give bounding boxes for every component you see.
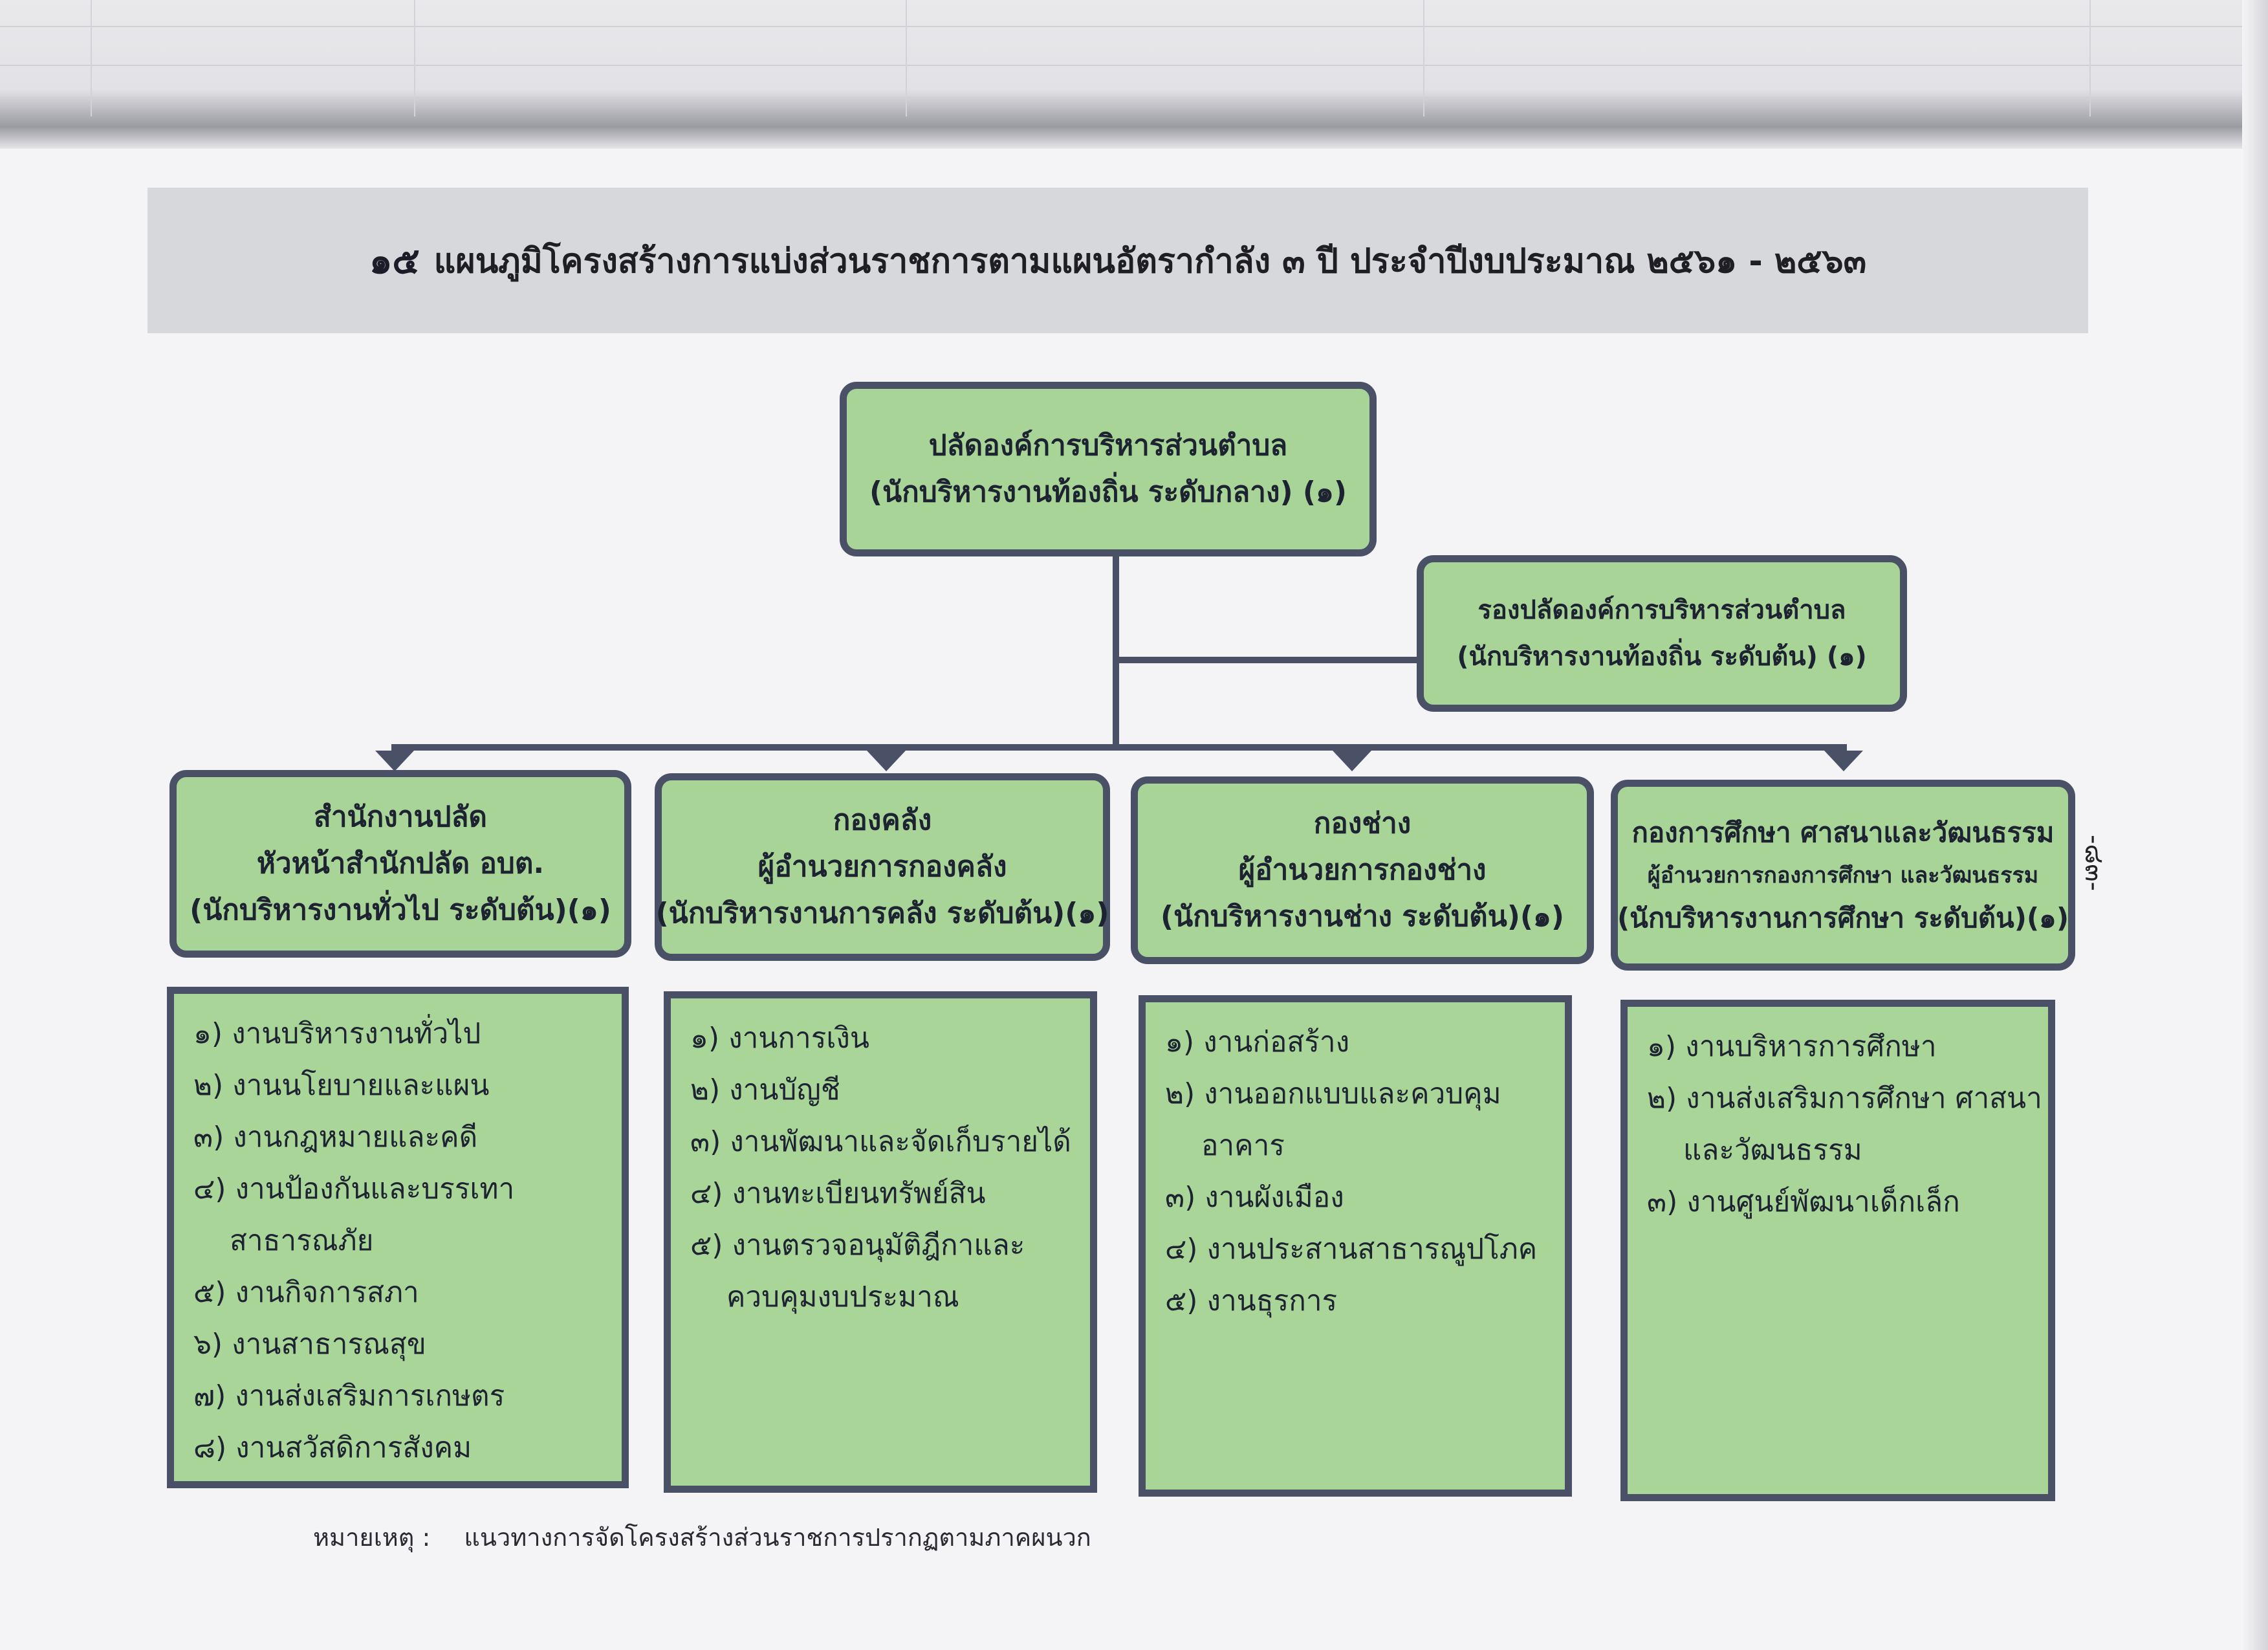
task-item: ๓) งานพัฒนาและจัดเก็บรายได้ [690,1125,1071,1158]
task-item-continuation: สาธารณภัย [230,1224,374,1257]
arrow-down-icon [1333,751,1371,771]
task-item-continuation: ควบคุมงบประมาณ [726,1281,959,1314]
task-item: ๖) งานสาธารณสุข [193,1328,426,1361]
task-item: ๗) งานส่งเสริมการเกษตร [193,1380,505,1413]
task-item: ๓) งานผังเมือง [1165,1181,1344,1214]
task-item: ๓) งานศูนย์พัฒนาเด็กเล็ก [1647,1185,1960,1218]
division-head: ผู้อำนวยการกองคลัง [758,850,1007,883]
division-position: (นักบริหารงานช่าง ระดับต้น)(๑) [1160,900,1565,933]
connector-deputy [1116,657,1420,663]
footnote: หมายเหตุ : แนวทางการจัดโครงสร้างส่วนราชก… [304,1517,1091,1557]
division-box-office: สำนักงานปลัด หัวหน้าสำนักปลัด อบต. (นักบ… [169,770,631,958]
chief-title: ปลัดองค์การบริหารส่วนตำบล [928,429,1288,462]
task-item: ๑) งานบริหารงานทั่วไป [193,1017,481,1050]
task-box-finance: ๑) งานการเงิน ๒) งานบัญชี ๓) งานพัฒนาและ… [664,991,1097,1493]
chief-position: (นักบริหารงานท้องถิ่น ระดับกลาง) (๑) [869,476,1347,509]
task-item: ๕) งานธุรการ [1165,1284,1338,1317]
page-number: -๘๓- [2079,835,2109,892]
division-name: กองการศึกษา ศาสนาและวัฒนธรรม [1631,816,2055,848]
division-name: กองช่าง [1313,807,1412,840]
task-item: ๒) งานบัญชี [690,1073,840,1106]
arrow-down-icon [1824,751,1863,771]
page-title: แผนภูมิโครงสร้างการแบ่งส่วนราชการตามแผนอ… [433,242,1867,281]
title-band: ๑๕ แผนภูมิโครงสร้างการแบ่งส่วนราชการตามแ… [147,188,2088,333]
deputy-administrator-box: รองปลัดองค์การบริหารส่วนตำบล (นักบริหารง… [1417,555,1907,712]
task-item: ๑) งานก่อสร้าง [1165,1026,1350,1059]
deputy-position: (นักบริหารงานท้องถิ่น ระดับต้น) (๑) [1457,642,1867,672]
footnote-text: แนวทางการจัดโครงสร้างส่วนราชการปรากฏตามภ… [464,1523,1091,1552]
task-item: ๑) งานการเงิน [690,1022,869,1055]
task-item: ๔) งานประสานสาธารณูปโภค [1165,1233,1538,1266]
deputy-title: รองปลัดองค์การบริหารส่วนตำบล [1477,595,1846,625]
task-item: ๑) งานบริหารการศึกษา [1647,1030,1937,1063]
division-head: ผู้อำนวยการกองช่าง [1238,853,1487,886]
task-item: ๒) งานนโยบายและแผน [193,1069,490,1102]
task-item: ๘) งานสวัสดิการสังคม [193,1431,472,1464]
task-box-engineering: ๑) งานก่อสร้าง ๒) งานออกแบบและควบคุม อาค… [1139,995,1572,1497]
section-number-icon: ๑๕ [369,240,420,282]
connector-horizontal [391,744,1847,751]
book-spine-shadow [2242,0,2268,1650]
previous-page-edge [0,0,2268,149]
arrow-down-icon [375,751,414,771]
task-item: ๕) งานตรวจอนุมัติฎีกาและ [690,1229,1025,1262]
task-item: ๒) งานออกแบบและควบคุม [1165,1077,1501,1110]
chief-administrator-box: ปลัดองค์การบริหารส่วนตำบล (นักบริหารงานท… [840,382,1377,556]
task-item: ๔) งานทะเบียนทรัพย์สิน [690,1177,986,1210]
task-item-continuation: อาคาร [1201,1129,1285,1162]
division-position: (นักบริหารงานการศึกษา ระดับต้น)(๑) [1617,901,2069,934]
division-box-finance: กองคลัง ผู้อำนวยการกองคลัง (นักบริหารงาน… [655,773,1110,961]
task-item: ๒) งานส่งเสริมการศึกษา ศาสนา [1647,1082,2042,1115]
division-position: (นักบริหารงานทั่วไป ระดับต้น)(๑) [190,894,611,927]
task-box-office: ๑) งานบริหารงานทั่วไป ๒) งานนโยบายและแผน… [167,987,629,1488]
division-name: สำนักงานปลัด [313,800,488,833]
connector-top-vertical [1113,553,1119,747]
task-box-education: ๑) งานบริหารการศึกษา ๒) งานส่งเสริมการศึ… [1620,1000,2055,1501]
arrow-down-icon [867,751,906,771]
division-box-engineering: กองช่าง ผู้อำนวยการกองช่าง (นักบริหารงาน… [1131,776,1594,964]
task-item: ๓) งานกฎหมายและคดี [193,1121,478,1154]
division-name: กองคลัง [833,804,932,837]
footnote-label: หมายเหตุ : [313,1523,431,1552]
division-box-education: กองการศึกษา ศาสนาและวัฒนธรรม ผู้อำนวยการ… [1611,780,2075,971]
task-item-continuation: และวัฒนธรรม [1683,1134,1862,1167]
division-head: ผู้อำนวยการกองการศึกษา และวัฒนธรรม [1647,862,2039,888]
division-head: หัวหน้าสำนักปลัด อบต. [256,847,545,880]
task-item: ๔) งานป้องกันและบรรเทา [193,1172,515,1205]
division-position: (นักบริหารงานการคลัง ระดับต้น)(๑) [655,897,1109,930]
task-item: ๕) งานกิจการสภา [193,1276,419,1309]
